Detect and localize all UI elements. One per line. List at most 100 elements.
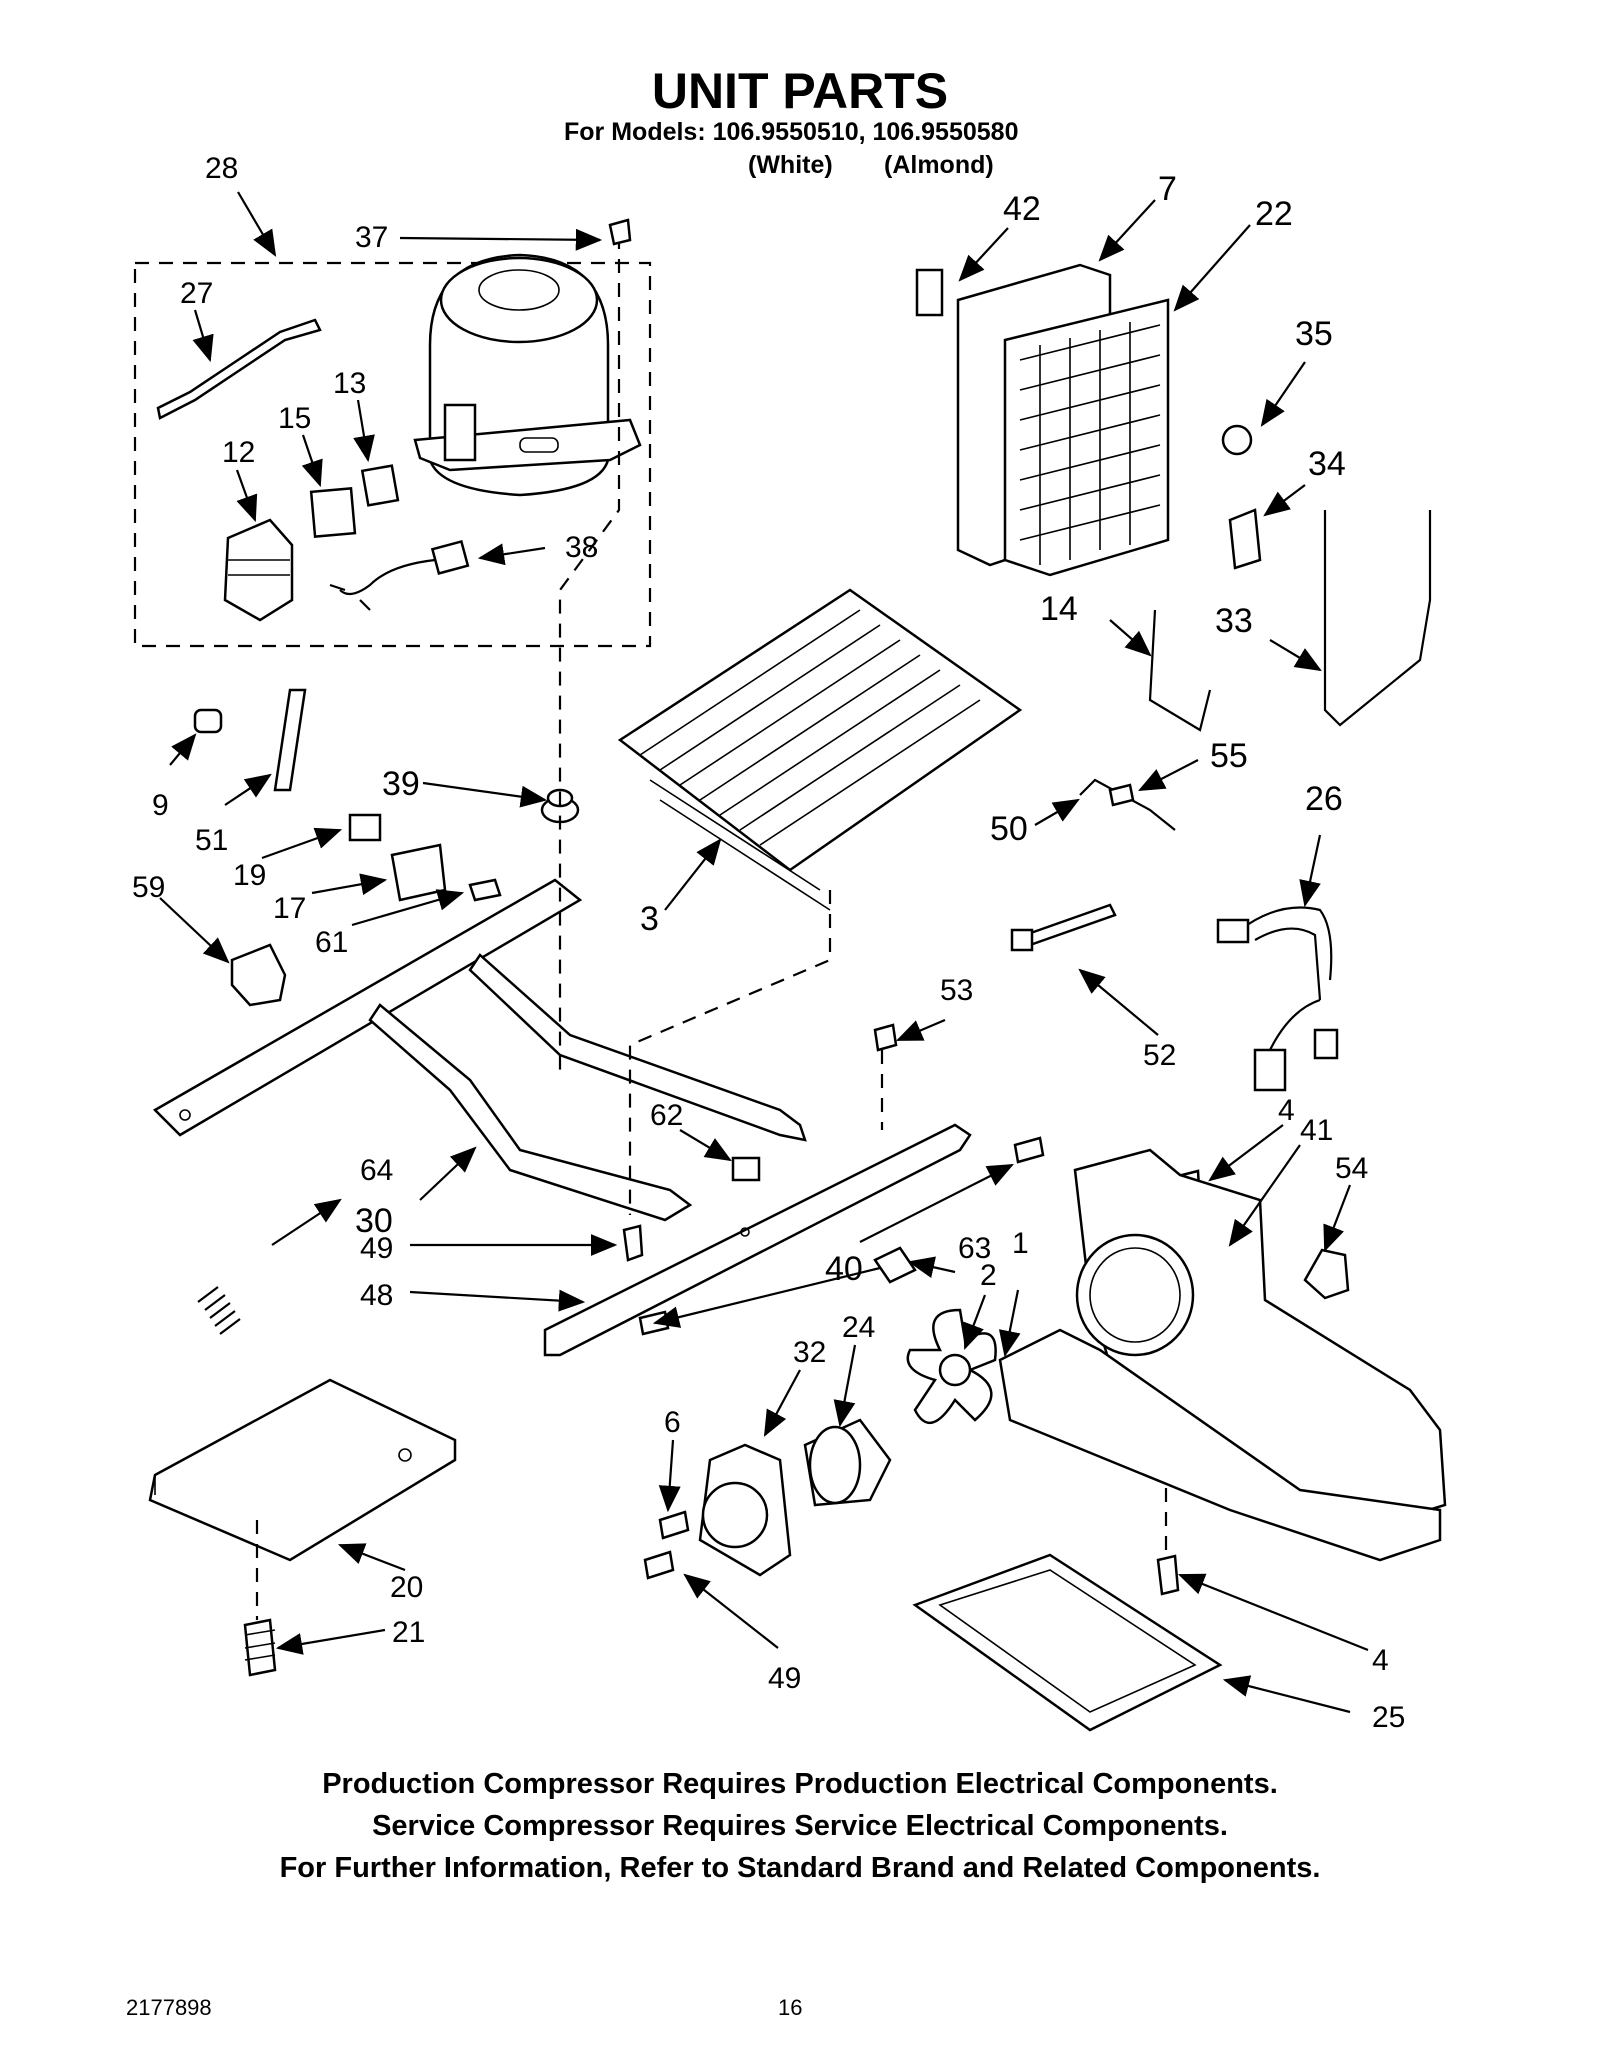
callout-28: 28 [205,152,238,185]
drain-pan-part[interactable] [912,1553,1223,1732]
screw-part-37[interactable] [608,218,632,246]
overload-part[interactable] [360,464,400,507]
callout-14: 14 [1040,590,1078,628]
callout-9: 9 [152,789,169,822]
clip-part-59[interactable] [230,943,287,1007]
callout-54: 54 [1335,1152,1368,1185]
condenser-part[interactable] [617,588,1023,911]
relay-part[interactable] [309,486,357,539]
color-white-label: (White) [748,151,833,179]
callout-37: 37 [355,221,388,254]
callout-6: 6 [664,1406,681,1439]
callout-63: 63 [958,1232,991,1265]
callout-33: 33 [1215,602,1253,640]
callout-21: 21 [392,1616,425,1649]
callout-42: 42 [1003,190,1041,228]
insulation-tube-part[interactable] [273,688,307,792]
callout-20: 20 [390,1571,423,1604]
spring-part[interactable] [197,1286,241,1335]
callout-62: 62 [650,1099,683,1132]
screw-part-55[interactable] [1108,783,1135,807]
tie-strap-head [1010,928,1034,952]
models-line: For Models: 106.9550510, 106.9550580 [564,118,1019,146]
callout-26: 26 [1305,780,1343,818]
callout-39: 39 [382,765,420,803]
callout-leader-lines [159,191,1369,1714]
screw-part-6[interactable] [658,1510,690,1540]
callout-41: 41 [1300,1114,1333,1147]
thermostat-clip-part[interactable] [1228,508,1262,570]
callout-55: 55 [1210,737,1248,775]
heater-hanger-part[interactable] [1148,609,1212,732]
defrost-thermostat-part[interactable] [1221,424,1253,456]
leveler-part[interactable] [243,1618,277,1677]
callout-64: 64 [360,1154,393,1187]
callout-61: 61 [315,926,348,959]
callout-49a: 49 [360,1232,393,1265]
compressor-group-box [133,261,652,648]
compressor-harness-part[interactable] [329,539,470,611]
document-number: 2177898 [126,1995,212,2020]
callout-30: 30 [355,1202,393,1240]
callout-48: 48 [360,1279,393,1312]
callout-34: 34 [1308,445,1346,483]
start-device-part[interactable] [223,518,294,622]
callout-19: 19 [233,859,266,892]
screw-part-49b[interactable] [643,1550,675,1580]
screw-part-49a[interactable] [622,1224,644,1262]
bracket-part[interactable] [390,843,447,902]
color-almond-label: (Almond) [884,151,994,179]
callout-59: 59 [132,871,165,904]
base-rail-frame-part[interactable] [152,878,807,1222]
wiring-harness-part[interactable] [1216,906,1339,1092]
callout-labels: 28 37 27 13 15 12 38 42 7 22 35 34 14 33… [132,152,1405,1734]
callout-25: 25 [1372,1701,1405,1734]
defrost-heater-part[interactable] [1323,510,1432,727]
motor-mount-part[interactable] [701,1481,769,1549]
guide-line-compressor [558,235,621,1070]
access-cover-part[interactable] [148,1378,457,1562]
fan-bracket-part[interactable] [1073,1148,1447,1522]
screw-part-61[interactable] [468,878,502,902]
callout-2: 2 [980,1259,997,1292]
callout-22: 22 [1255,195,1293,233]
callout-38: 38 [565,531,598,564]
tie-strap-part[interactable] [1023,903,1117,947]
screw-part-4b[interactable] [1156,1554,1180,1596]
screw-part-40-side[interactable] [1013,1136,1045,1164]
filter-drier-part[interactable] [156,318,322,420]
front-rail-part[interactable] [543,1123,972,1357]
note-production-compressor: Production Compressor Requires Productio… [322,1768,1278,1800]
callout-17: 17 [273,892,306,925]
wire-nut-part[interactable] [1303,1248,1350,1300]
callout-32: 32 [793,1336,826,1369]
callout-40: 40 [825,1250,863,1288]
screw-part-48[interactable] [638,1310,670,1336]
callout-35: 35 [1295,315,1333,353]
note-service-compressor: Service Compressor Requires Service Elec… [372,1810,1228,1842]
plug-part[interactable] [193,708,223,734]
callout-4a: 4 [1278,1094,1295,1127]
nut-part-63[interactable] [873,1246,917,1284]
guide-line-condenser [628,890,832,1215]
clip-part-62[interactable] [731,1156,761,1182]
callout-3: 3 [640,900,659,938]
evaporator-clip-part[interactable] [915,268,944,317]
callout-4b: 4 [1372,1644,1389,1677]
screw-part-53[interactable] [873,1023,898,1052]
callout-27: 27 [180,277,213,310]
page-number: 16 [778,1995,803,2020]
callout-7: 7 [1158,170,1177,208]
base-plate-part[interactable] [998,1328,1442,1562]
fan-motor-part[interactable] [803,1418,892,1507]
evaporator-part[interactable] [956,263,1170,577]
callout-51: 51 [195,824,228,857]
callout-12: 12 [222,436,255,469]
note-further-information: For Further Information, Refer to Standa… [279,1852,1321,1884]
fan-blade-part[interactable] [906,1308,997,1425]
capacitor-part[interactable] [348,813,382,842]
compressor-part[interactable] [413,253,642,497]
page-title: UNIT PARTS [651,63,949,119]
callout-53: 53 [940,974,973,1007]
